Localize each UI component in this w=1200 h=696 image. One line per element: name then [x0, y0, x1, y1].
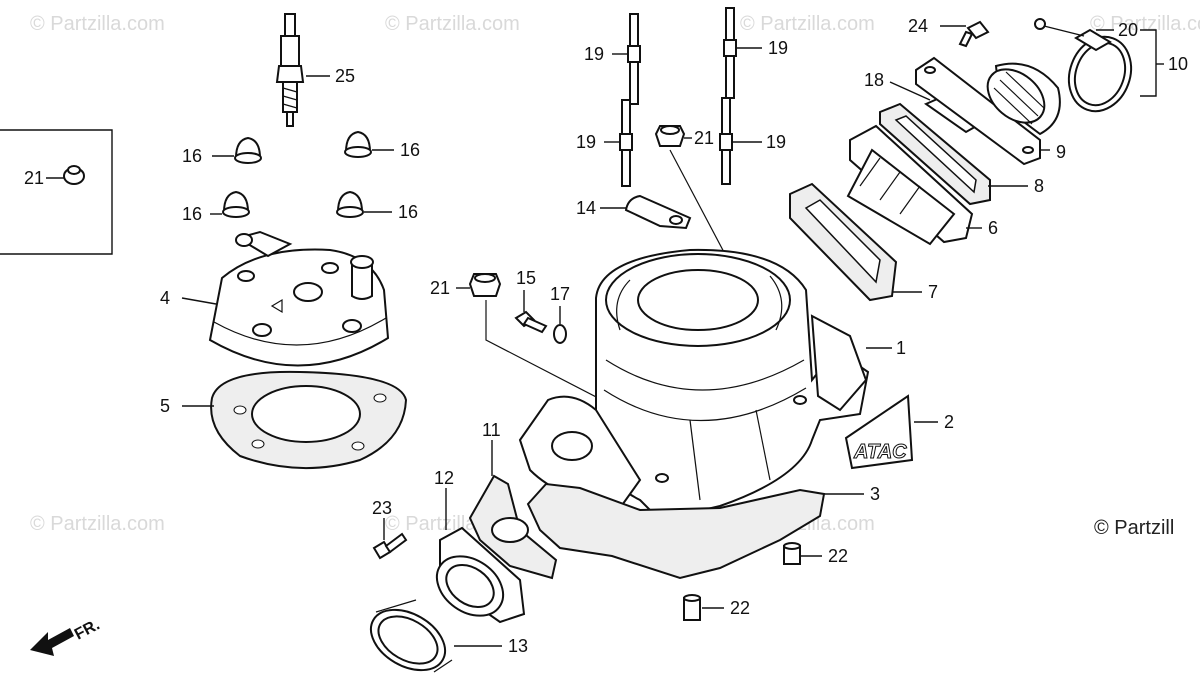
callout-2: 2 [944, 412, 954, 432]
bracket-14[interactable]: 14 [576, 194, 692, 230]
callout-4: 4 [160, 288, 170, 308]
callout-10: 10 [1168, 54, 1188, 74]
callout-16-b: 16 [400, 140, 420, 160]
reed-valve-6[interactable]: 6 [846, 124, 998, 246]
callout-14: 14 [576, 198, 596, 218]
callout-3: 3 [870, 484, 880, 504]
intake-manifold-9[interactable]: 9 [915, 56, 1066, 166]
dowel-pins-22[interactable]: 22 22 [683, 542, 848, 621]
exhaust-flange-12[interactable]: 12 [426, 468, 526, 628]
head-gasket-5[interactable]: 5 [160, 370, 408, 470]
callout-15: 15 [516, 268, 536, 288]
callout-22-a: 22 [828, 546, 848, 566]
copyright-text: © Partzill [1094, 517, 1174, 539]
spark-plug-25[interactable]: 25 [275, 13, 355, 127]
cylinder-1[interactable]: 1 [518, 248, 906, 522]
clamp-10[interactable]: 10 [1059, 28, 1188, 120]
callout-16-d: 16 [398, 202, 418, 222]
boxed-part-21[interactable]: 21 [0, 129, 113, 255]
bolt-23[interactable]: 23 [372, 498, 408, 560]
callout-8: 8 [1034, 176, 1044, 196]
watermark-2: © Partzilla.com [385, 13, 520, 35]
callout-11: 11 [482, 420, 501, 440]
decal-text: ATAC [853, 441, 907, 463]
callout-13: 13 [508, 636, 528, 656]
callout-19-d: 19 [766, 132, 786, 152]
washer-17[interactable]: 17 [550, 284, 570, 344]
callout-19-a: 19 [584, 44, 604, 64]
callout-24: 24 [908, 16, 928, 36]
callout-25: 25 [335, 66, 355, 86]
callout-19-c: 19 [576, 132, 596, 152]
callout-9: 9 [1056, 142, 1066, 162]
front-arrow-icon [30, 628, 74, 656]
screw-20[interactable]: 20 [1034, 18, 1138, 40]
cap-nuts-16[interactable]: 16 16 16 16 [182, 130, 420, 224]
reed-gasket-8[interactable]: 8 [879, 102, 1044, 206]
callout-19-b: 19 [768, 38, 788, 58]
reed-gasket-7[interactable]: 7 [789, 182, 938, 302]
callout-21-left: 21 [430, 278, 450, 298]
callout-6: 6 [988, 218, 998, 238]
callout-16-a: 16 [182, 146, 202, 166]
watermark-4: © Partzilla.com [1090, 13, 1200, 35]
callout-21-box: 21 [24, 168, 44, 188]
callout-22-b: 22 [730, 598, 750, 618]
watermark-3: © Partzilla.com [740, 13, 875, 35]
front-direction-indicator: FR. [30, 616, 103, 656]
watermark-1: © Partzilla.com [30, 13, 165, 35]
callout-5: 5 [160, 396, 170, 416]
callout-23: 23 [372, 498, 392, 518]
callout-20: 20 [1118, 20, 1138, 40]
base-gasket-3[interactable]: 3 [526, 482, 880, 580]
exhaust-gasket-11[interactable]: 11 [468, 420, 558, 580]
callout-16-c: 16 [182, 204, 202, 224]
exhaust-seal-13[interactable]: 13 [360, 597, 528, 682]
callout-12: 12 [434, 468, 454, 488]
cylinder-head-4[interactable]: 4 [160, 230, 390, 367]
front-label: FR. [72, 616, 103, 643]
callout-18: 18 [864, 70, 884, 90]
watermark-5: © Partzilla.com [30, 513, 165, 535]
bolt-15[interactable]: 15 [514, 268, 548, 334]
bolt-24[interactable]: 24 [908, 16, 990, 48]
studs-19[interactable]: 19 19 19 19 [576, 7, 788, 187]
callout-7: 7 [928, 282, 938, 302]
callout-21-top: 21 [694, 128, 714, 148]
callout-1: 1 [896, 338, 906, 358]
callout-17: 17 [550, 284, 570, 304]
decal-2[interactable]: ATAC 2 [844, 394, 954, 470]
